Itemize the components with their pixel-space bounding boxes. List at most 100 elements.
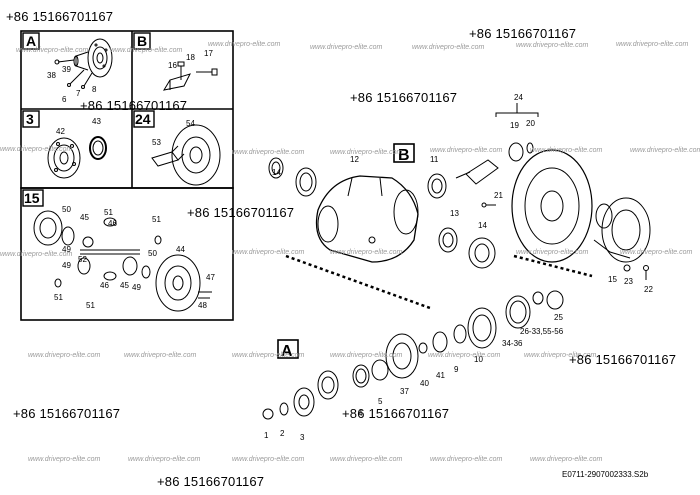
part-number: 48 <box>198 301 207 310</box>
part-number: 10 <box>474 355 483 364</box>
part-number: 14 <box>478 221 487 230</box>
part-number: 49 <box>132 283 141 292</box>
part-number: 49 <box>62 245 71 254</box>
part-number: 49 <box>62 261 71 270</box>
phone-number: +86 15166701167 <box>80 98 188 113</box>
part-number: 45 <box>80 213 89 222</box>
watermark: www.drivepro-elite.com <box>530 147 603 154</box>
part-number: 4 <box>358 409 363 418</box>
part-number: 51 <box>86 301 95 310</box>
watermark: www.drivepro-elite.com <box>330 352 403 359</box>
part-number: 22 <box>644 285 653 294</box>
watermark: www.drivepro-elite.com <box>330 456 403 463</box>
watermark: www.drivepro-elite.com <box>620 249 693 256</box>
part-number: 3 <box>300 433 305 442</box>
part-number: 14 <box>272 168 281 177</box>
part-number: 26-33,55-56 <box>520 327 564 336</box>
part-number: 12 <box>350 155 359 164</box>
part-number: 46 <box>100 281 109 290</box>
watermark: www.drivepro-elite.com <box>208 41 281 48</box>
part-number: 15 <box>608 275 617 284</box>
part-number: 16 <box>168 61 177 70</box>
part-number: 43 <box>92 117 101 126</box>
part-number: 18 <box>186 53 195 62</box>
part-number: 51 <box>104 208 113 217</box>
phone-number: +86 15166701167 <box>157 474 265 489</box>
panel-24-drawing <box>151 124 221 186</box>
inset-panels <box>20 30 234 321</box>
watermark: www.drivepro-elite.com <box>232 352 305 359</box>
panel-b-drawing <box>162 61 218 91</box>
watermark: www.drivepro-elite.com <box>430 456 503 463</box>
part-number: 50 <box>62 205 71 214</box>
panel-label-15: 15 <box>24 190 40 206</box>
part-number: 52 <box>78 255 87 264</box>
phone-number: +86 15166701167 <box>6 9 114 24</box>
watermark: www.drivepro-elite.com <box>28 456 101 463</box>
part-number: 54 <box>186 119 195 128</box>
watermark: www.drivepro-elite.com <box>128 456 201 463</box>
part-number: 38 <box>47 71 56 80</box>
watermark: www.drivepro-elite.com <box>330 249 403 256</box>
phone-number: +86 15166701167 <box>350 90 458 105</box>
part-number: 5 <box>378 397 383 406</box>
watermark: www.drivepro-elite.com <box>232 456 305 463</box>
watermark: www.drivepro-elite.com <box>428 352 501 359</box>
part-number: 51 <box>54 293 63 302</box>
watermark: www.drivepro-elite.com <box>0 146 73 153</box>
part-number: 46 <box>108 219 117 228</box>
part-number: 34-36 <box>502 339 523 348</box>
part-number: 50 <box>148 249 157 258</box>
callout-a: A <box>281 343 293 360</box>
part-number: 41 <box>436 371 445 380</box>
watermark: www.drivepro-elite.com <box>616 41 689 48</box>
phone-number: +86 15166701167 <box>187 205 295 220</box>
part-number: 53 <box>152 138 161 147</box>
part-number: 24 <box>514 93 523 102</box>
watermark: www.drivepro-elite.com <box>232 249 305 256</box>
panel-15-drawing <box>33 210 212 312</box>
panel-label-b: B <box>137 33 147 49</box>
part-number: 2 <box>280 429 285 438</box>
part-number: 8 <box>92 85 97 94</box>
part-number: 20 <box>526 119 535 128</box>
watermark: www.drivepro-elite.com <box>412 44 485 51</box>
phone-number: +86 15166701167 <box>569 352 677 367</box>
watermark: www.drivepro-elite.com <box>516 249 589 256</box>
watermark: www.drivepro-elite.com <box>0 251 73 258</box>
panel-label-24: 24 <box>135 111 151 127</box>
part-number: 17 <box>204 49 213 58</box>
watermark: www.drivepro-elite.com <box>430 147 503 154</box>
part-number: 37 <box>400 387 409 396</box>
part-number: 51 <box>152 215 161 224</box>
watermark: www.drivepro-elite.com <box>232 149 305 156</box>
part-number: 39 <box>62 65 71 74</box>
watermark: www.drivepro-elite.com <box>530 456 603 463</box>
watermark: www.drivepro-elite.com <box>28 352 101 359</box>
watermark: www.drivepro-elite.com <box>110 47 183 54</box>
watermark: www.drivepro-elite.com <box>524 352 597 359</box>
watermark: www.drivepro-elite.com <box>330 149 403 156</box>
watermark: www.drivepro-elite.com <box>16 47 89 54</box>
part-number: 21 <box>494 191 503 200</box>
part-number: 7 <box>76 89 81 98</box>
part-number: 23 <box>624 277 633 286</box>
part-number: 13 <box>450 209 459 218</box>
part-number: 6 <box>62 95 67 104</box>
watermark: www.drivepro-elite.com <box>124 352 197 359</box>
part-number: 44 <box>176 245 185 254</box>
drawing-code: E0711-2907002333.S2b <box>562 470 649 479</box>
part-number: 25 <box>554 313 563 322</box>
part-number: 9 <box>454 365 459 374</box>
watermark: www.drivepro-elite.com <box>310 44 383 51</box>
part-number: 47 <box>206 273 215 282</box>
callout-b: B <box>398 147 410 164</box>
phone-number: +86 15166701167 <box>469 26 577 41</box>
phone-number: +86 15166701167 <box>342 406 450 421</box>
watermark: www.drivepro-elite.com <box>630 147 700 154</box>
phone-number: +86 15166701167 <box>13 406 121 421</box>
part-number: 11 <box>430 155 439 164</box>
part-number: 40 <box>420 379 429 388</box>
watermark: www.drivepro-elite.com <box>516 42 589 49</box>
